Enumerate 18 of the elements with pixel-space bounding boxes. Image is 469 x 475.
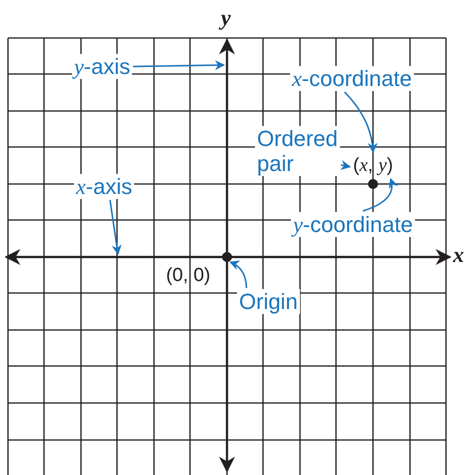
leader-arrow (132, 60, 225, 70)
point-label: (x, y) (351, 153, 396, 178)
leader-arrow (340, 160, 351, 170)
axis-label: x-axis (74, 174, 134, 199)
axis-letter: y (221, 6, 231, 30)
leader-arrow (344, 91, 378, 153)
callout-label: Origin (237, 289, 300, 314)
leader-arrow (362, 178, 398, 212)
leader-arrow (109, 200, 122, 255)
coordinate-label: (0, 0) (166, 264, 210, 288)
callout-label: y-coordinate (291, 212, 415, 237)
leader-arrow (229, 261, 248, 288)
callout-label: Ordered pair (255, 126, 340, 176)
callout-label: x-coordinate (290, 66, 414, 91)
axis-label: y-axis (72, 54, 132, 79)
axis-letter: x (453, 243, 464, 267)
point-dot (368, 179, 378, 189)
origin-dot (222, 252, 232, 262)
